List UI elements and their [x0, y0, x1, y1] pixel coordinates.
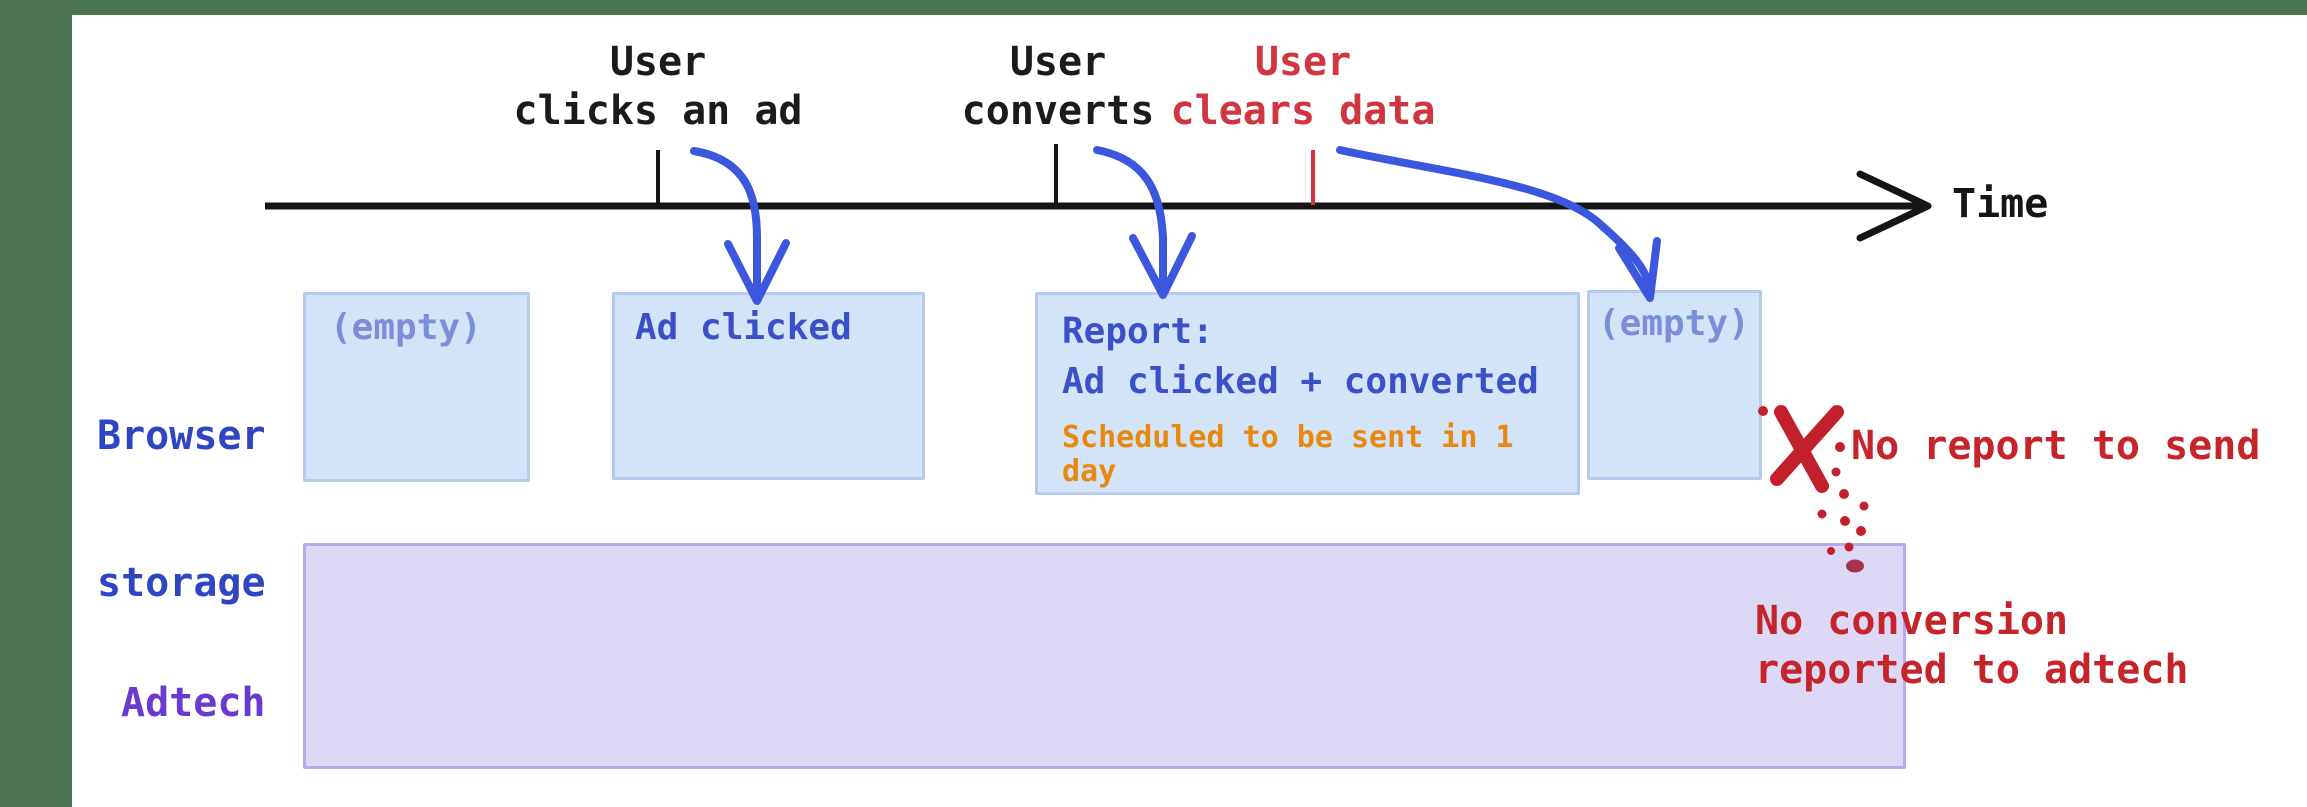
event-label-user-clears-line1: User	[1254, 39, 1352, 85]
storage-box-empty-before-text: (empty)	[330, 307, 482, 348]
storage-box-ad-clicked: Ad clicked	[612, 292, 925, 480]
arrow-clear-to-storage	[1336, 146, 1654, 294]
frame-top-border	[0, 0, 2307, 15]
event-label-user-clicks-line1: User	[609, 39, 707, 85]
event-label-user-converts-line1: User	[1009, 39, 1107, 85]
timeline-arrowhead-icon	[1856, 170, 1932, 242]
annotation-no-conversion: No conversion reported to adtech	[1755, 597, 2188, 695]
row-label-adtech-line1: Adtech	[121, 680, 266, 726]
event-label-user-clears-line2: clears data	[1170, 88, 1436, 134]
report-contents: Ad clicked + converted	[1062, 361, 1539, 402]
x-mark-icon	[1770, 405, 1844, 493]
storage-box-ad-clicked-text: Ad clicked	[635, 307, 852, 348]
annotation-no-conversion-line1: No conversion	[1755, 598, 2069, 644]
storage-box-empty-before: (empty)	[303, 292, 530, 482]
arrow-convert-to-storage	[1093, 146, 1167, 292]
annotation-no-report: No report to send	[1851, 423, 2261, 469]
storage-box-report: Report: Ad clicked + converted Scheduled…	[1035, 292, 1580, 495]
row-label-adtech-server: Adtech server	[121, 581, 266, 807]
row-label-browser-line1: Browser	[97, 413, 266, 459]
row-label-browser-line2: storage	[97, 560, 266, 606]
report-title: Report:	[1062, 311, 1214, 352]
timeline-label: Time	[1952, 181, 2049, 227]
row-label-browser-storage: Browser storage	[97, 314, 266, 706]
event-label-user-converts: User converts	[888, 38, 1228, 136]
report-schedule-note: Scheduled to be sent in 1 day	[1062, 420, 1514, 489]
storage-box-empty-after-text: (empty)	[1598, 303, 1750, 344]
annotation-no-conversion-line2: reported to adtech	[1755, 647, 2189, 693]
event-label-user-clears: User clears data	[1133, 38, 1473, 136]
event-label-user-clicks: User clicks an ad	[488, 38, 828, 136]
event-label-user-clicks-line2: clicks an ad	[513, 88, 803, 134]
storage-box-empty-after: (empty)	[1587, 290, 1762, 480]
event-label-user-converts-line2: converts	[961, 88, 1155, 134]
adtech-server-box	[303, 543, 1906, 769]
arrow-convert-head-icon	[1129, 232, 1196, 299]
frame-left-border	[0, 0, 72, 807]
arrow-click-to-storage	[690, 147, 761, 298]
